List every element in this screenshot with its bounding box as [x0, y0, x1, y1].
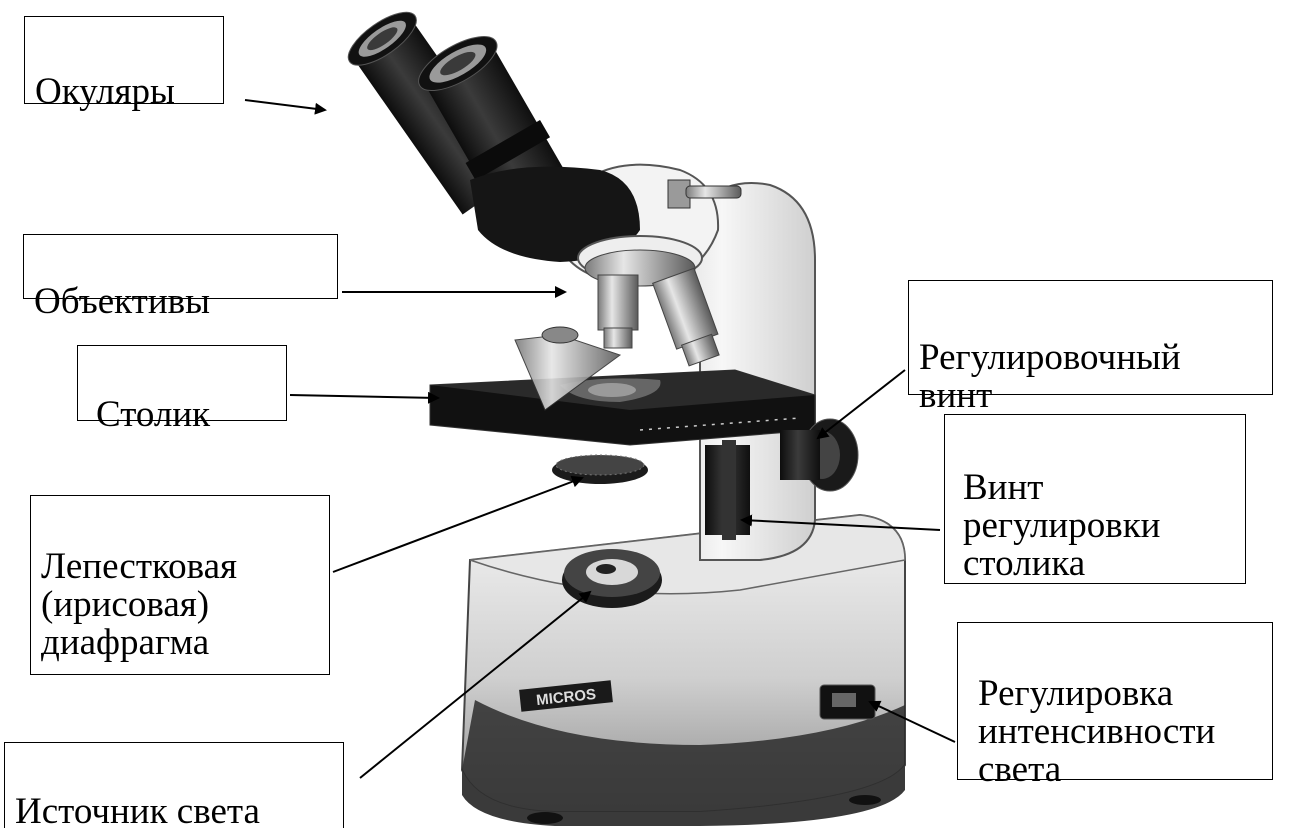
- microscope-base: MICROS: [462, 515, 905, 826]
- label-stage-adjust-screw: Винт регулировки столика: [944, 414, 1246, 584]
- label-iris-diaphragm: Лепестковая (ирисовая) диафрагма: [30, 495, 330, 675]
- light-source: [562, 549, 662, 608]
- label-objectives: Объективы: [23, 234, 338, 299]
- label-eyepieces: Окуляры: [24, 16, 224, 104]
- eyepieces: [340, 3, 640, 262]
- label-light-source: Источник света: [4, 742, 344, 828]
- iris-diaphragm: [552, 455, 648, 484]
- stage-adjust-screw: [705, 440, 750, 540]
- label-light-intensity: Регулировка интенсивности света: [957, 622, 1273, 780]
- label-stage: Столик: [77, 345, 287, 421]
- label-adjustment-screw: Регулировочный винт: [908, 280, 1273, 395]
